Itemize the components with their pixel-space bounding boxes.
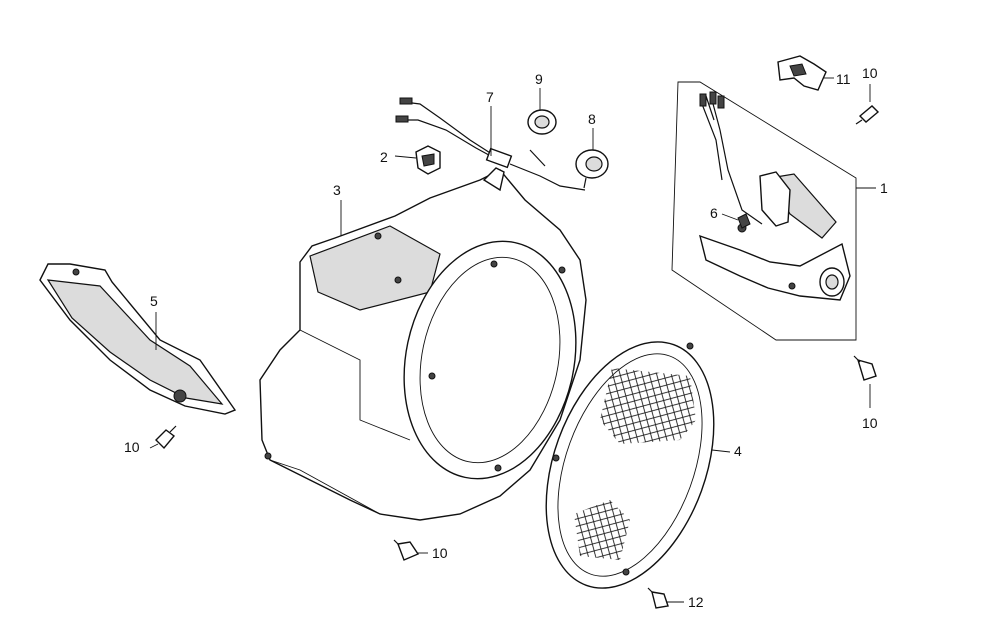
callout-9: 9 <box>535 71 543 87</box>
bolt-12 <box>647 587 669 609</box>
leader-lines <box>149 77 876 603</box>
bolt-left <box>155 425 177 450</box>
screw-6 <box>737 213 751 229</box>
control-box-assembly <box>671 81 857 341</box>
wire-harness <box>395 97 586 191</box>
callout-10-upper-right: 10 <box>862 65 878 81</box>
callout-4: 4 <box>734 443 742 459</box>
callout-3: 3 <box>333 182 341 198</box>
harness-clamp <box>777 55 827 91</box>
callout-10-left: 10 <box>124 439 140 455</box>
callout-12: 12 <box>688 594 704 610</box>
callout-1: 1 <box>880 180 888 196</box>
callout-2: 2 <box>380 149 388 165</box>
callout-10-right: 10 <box>862 415 878 431</box>
wire-clip <box>415 145 441 175</box>
bolt-right <box>853 355 877 381</box>
bolt-bottom <box>393 539 420 561</box>
callout-8: 8 <box>588 111 596 127</box>
sensor-switch <box>575 149 609 189</box>
callout-7: 7 <box>486 89 494 105</box>
callout-5: 5 <box>150 293 158 309</box>
air-guide-plate <box>39 263 237 415</box>
fan-screen <box>545 341 715 589</box>
callout-6: 6 <box>710 205 718 221</box>
callout-10-bottom: 10 <box>432 545 448 561</box>
grommet <box>527 109 557 135</box>
fan-cover <box>259 167 587 521</box>
bolt-upper-right <box>855 105 880 125</box>
callout-11: 11 <box>836 71 851 87</box>
